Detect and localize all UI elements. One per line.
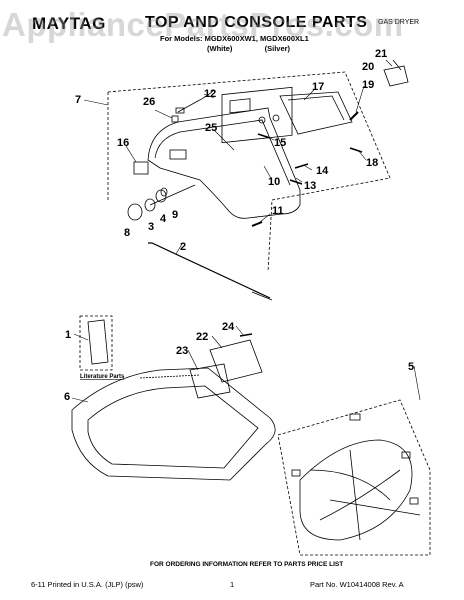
harness-wires (309, 449, 421, 541)
page-title: TOP AND CONSOLE PARTS (145, 14, 368, 31)
model-colors: (White) (Silver) (207, 44, 290, 53)
callout-5: 5 (408, 361, 414, 373)
rod-2-end (251, 291, 273, 301)
wire-12 (177, 89, 215, 113)
callout-7: 7 (75, 94, 81, 106)
control-board-knob-2 (272, 114, 280, 122)
print-info: 6-11 Printed in U.S.A. (JLP) (psw) (31, 580, 144, 589)
page-number: 1 (230, 580, 235, 589)
part-16 (133, 161, 149, 175)
callout-6: 6 (64, 391, 70, 403)
leader-lines (71, 59, 421, 403)
screw-24 (239, 333, 253, 337)
harness-connector-1 (349, 413, 361, 421)
console-panel (147, 107, 301, 219)
callout-23: 23 (176, 345, 188, 357)
color-white: (White) (207, 44, 233, 53)
ring-9 (160, 187, 168, 197)
callout-9: 9 (172, 209, 178, 221)
literature-outline (79, 315, 113, 371)
main-top-vent (139, 374, 201, 379)
ordering-note: FOR ORDERING INFORMATION REFER TO PARTS … (150, 561, 344, 568)
callout-24: 24 (222, 321, 235, 333)
callout-19: 19 (362, 79, 374, 91)
knob-8 (127, 203, 143, 221)
screw-18 (349, 147, 363, 153)
callout-3: 3 (148, 221, 154, 233)
callout-21: 21 (375, 48, 387, 60)
screw-21 (392, 59, 402, 71)
control-board-chip (229, 98, 251, 114)
harness-outline (277, 399, 431, 556)
console-panel-inner (154, 119, 291, 186)
model-numbers: For Models: MGDX600XW1, MGDX600XL1 (160, 34, 309, 43)
watermark: AppliancePartsPros.com (2, 6, 404, 43)
rear-shroud-detail (287, 95, 345, 121)
callout-2: 2 (180, 241, 186, 253)
callout-18: 18 (366, 157, 378, 169)
control-board-knob (258, 116, 266, 124)
callout-14: 14 (316, 165, 329, 177)
harness-connector-4 (409, 497, 419, 505)
connector-12 (175, 107, 185, 114)
callout-16: 16 (117, 137, 129, 149)
spring-3 (144, 198, 156, 212)
lock-23 (189, 363, 231, 399)
callout-10: 10 (268, 176, 280, 188)
callout-25: 25 (205, 122, 217, 134)
clip-11 (251, 221, 263, 227)
literature-booklet (87, 319, 109, 365)
brand-logo-text: MAYTAG (32, 14, 106, 33)
harness-connector-2 (291, 469, 301, 477)
callout-22: 22 (196, 331, 208, 343)
end-cap (383, 65, 409, 87)
console-display (169, 149, 187, 160)
literature-parts-label: Literature Parts (80, 374, 125, 380)
callout-11: 11 (272, 205, 284, 217)
part-number: Part No. W10414008 Rev. A (310, 580, 404, 589)
callout-8: 8 (124, 227, 130, 239)
callout-20: 20 (362, 61, 374, 73)
knob-shaft (149, 184, 196, 206)
callout-1: 1 (65, 329, 71, 341)
color-silver: (Silver) (264, 44, 291, 53)
rod-2 (148, 242, 271, 299)
clip-26 (171, 115, 179, 123)
wiring-harness (299, 439, 413, 541)
callout-17: 17 (312, 81, 324, 93)
rear-shroud (279, 91, 353, 135)
control-board (221, 86, 293, 144)
callout-13: 13 (304, 180, 316, 192)
screw-13 (289, 179, 303, 185)
bracket-22 (209, 339, 263, 383)
product-type: GAS DRYER (378, 19, 420, 26)
callout-4: 4 (160, 213, 167, 225)
callout-15: 15 (274, 137, 286, 149)
callout-12: 12 (204, 88, 216, 100)
screw-14 (294, 163, 309, 169)
main-top-lid (87, 385, 259, 469)
screw-19 (349, 111, 359, 121)
main-top (71, 367, 276, 481)
callout-26: 26 (143, 96, 155, 108)
harness-connector-3 (401, 451, 411, 459)
console-outline (107, 71, 391, 273)
